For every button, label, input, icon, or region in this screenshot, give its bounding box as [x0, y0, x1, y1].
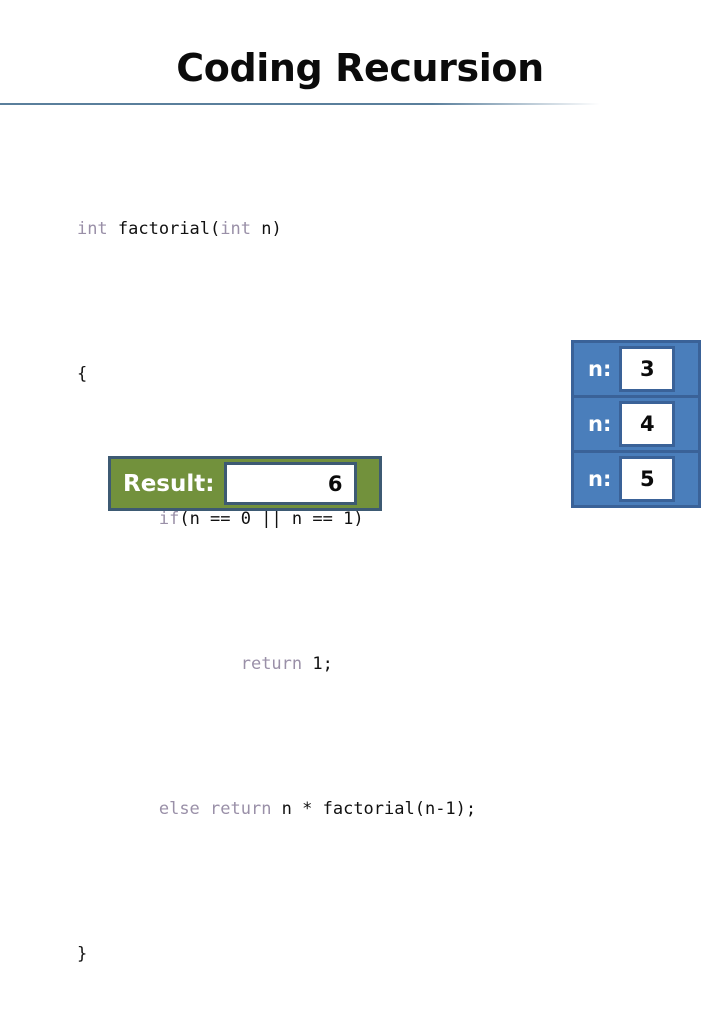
code-keyword: int — [220, 219, 251, 239]
code-line: } — [36, 911, 476, 998]
code-text: n * factorial(n-1); — [271, 799, 477, 819]
code-indent — [77, 509, 159, 529]
page-title: Coding Recursion — [176, 46, 544, 90]
code-keyword: int — [76, 219, 108, 239]
result-widget: Result: 6 — [108, 456, 382, 511]
code-listing: int factorial(int n) { if(n == 0 || n ==… — [36, 128, 476, 1027]
code-keyword: else return — [158, 799, 272, 819]
code-line: if(n == 0 || n == 1) — [36, 476, 476, 563]
title-divider — [0, 103, 600, 105]
code-text: } — [76, 944, 88, 964]
code-text: factorial( — [107, 219, 221, 239]
result-value-field: 6 — [224, 462, 358, 505]
code-keyword: if — [158, 509, 180, 529]
code-text: n) — [250, 219, 282, 239]
code-text: 1; — [302, 654, 333, 674]
code-line: int factorial(int n) — [36, 186, 476, 273]
code-text: { — [76, 364, 88, 384]
code-line: return 1; — [36, 621, 476, 708]
stack-frame-label: n: — [588, 357, 612, 381]
call-stack: n: 3 n: 4 n: 5 — [571, 340, 701, 508]
code-line: { — [36, 331, 476, 418]
stack-frame: n: 5 — [571, 450, 701, 508]
code-text: (n == 0 || n == 1) — [179, 509, 364, 529]
result-label: Result: — [123, 470, 215, 497]
code-indent — [77, 654, 241, 674]
stack-frame: n: 4 — [571, 395, 701, 453]
code-indent — [77, 799, 159, 819]
stack-frame-label: n: — [588, 412, 612, 436]
stack-frame-label: n: — [588, 467, 612, 491]
stack-frame: n: 3 — [571, 340, 701, 398]
code-keyword: return — [240, 654, 303, 674]
code-line: else return n * factorial(n-1); — [36, 766, 476, 853]
stack-frame-value: 4 — [619, 401, 676, 447]
stack-frame-value: 3 — [619, 346, 676, 392]
stack-frame-value: 5 — [619, 456, 676, 502]
